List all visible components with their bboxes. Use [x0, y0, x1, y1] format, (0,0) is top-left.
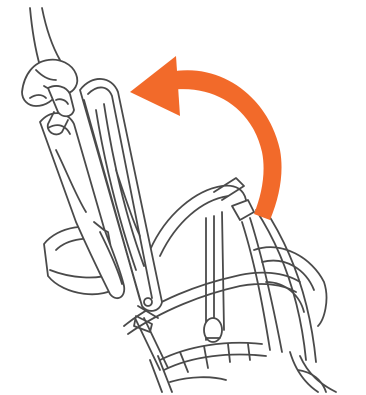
handlebar-icon [39, 78, 169, 371]
hand-icon [21, 7, 79, 136]
stroller-frame-icon [43, 177, 337, 393]
rotate-arrow-icon [130, 56, 282, 221]
